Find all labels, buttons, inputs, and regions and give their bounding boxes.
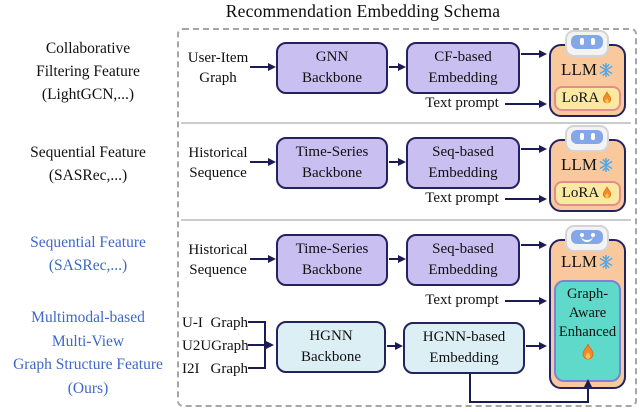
connector-line [248,321,266,323]
schema-panel [177,28,637,407]
connector-line [248,367,266,369]
cf-embedding-box: CF-based Embedding [406,42,520,94]
arrowhead [398,63,406,71]
side-label-sequential-feature: Sequential Feature (SASRec,...) [30,144,146,184]
arrowhead [539,145,547,153]
section-divider [181,122,631,124]
graph-aware-enhanced-box: Graph- Aware Enhanced [554,280,621,382]
hgnn-backbone-box: HGNN Backbone [276,321,386,373]
arrowhead [268,63,276,71]
flame-icon [603,91,612,104]
arrow [521,244,539,246]
connector-line [264,321,266,369]
connector-line [587,386,589,403]
llm-label-row: LLM [549,252,626,272]
arrowhead [583,379,592,387]
arrow [389,161,398,163]
arrow [250,258,268,260]
arrow [505,300,539,302]
robot-smile [581,235,593,242]
robot-face [571,130,603,144]
arrowhead [539,342,547,350]
arrowhead [398,158,406,166]
llm-label: LLM [561,252,597,271]
time-series-backbone-box: Time-Series Backbone [276,234,388,286]
text-prompt-label: Text prompt [425,95,499,111]
flame-icon [603,186,612,199]
arrow [521,148,539,150]
robot-icon [565,125,609,152]
arrowhead [539,195,547,203]
side-label-collaborative-filtering: Collaborative Filtering Feature (LightGC… [36,40,140,103]
snowflake-icon [599,254,613,270]
arrow [250,161,268,163]
arrow [521,53,539,55]
text-prompt-label: Text prompt [425,190,499,206]
robot-eye [579,133,584,140]
arrowhead [539,297,547,305]
arrow [387,345,395,347]
arrowhead [398,255,406,263]
lora-box: LoRA [554,181,621,206]
side-label-sequential-feature-blue: Sequential Feature (SASRec,...) [30,234,146,274]
input-label-historical-sequence: Historical Sequence [188,145,248,181]
snowflake-icon [599,157,613,173]
arrowhead [268,255,276,263]
llm-label-row: LLM [549,155,626,175]
gnn-backbone-box: GNN Backbone [276,42,388,94]
arrow [389,66,398,68]
arrowhead [539,50,547,58]
arrow [526,345,539,347]
arrow [505,198,539,200]
arrowhead [395,342,403,350]
robot-face [571,230,603,244]
robot-eye [590,133,595,140]
arrow [250,66,268,68]
input-label-historical-sequence: Historical Sequence [188,242,248,278]
robot-eye [590,38,595,45]
connector-line [469,374,471,403]
seq-embedding-box: Seq-based Embedding [406,234,520,286]
arrowhead [539,241,547,249]
robot-icon [565,30,609,57]
flame-icon [582,343,593,360]
connector-line [469,401,589,403]
llm-label: LLM [561,60,597,79]
seq-embedding-box: Seq-based Embedding [406,137,520,189]
input-label-i2i-graph: I2I Graph [182,361,248,377]
robot-smile-icon [565,225,609,252]
connector-line [248,344,266,346]
side-label-multimodal-graph: Multimodal-based Multi-View Graph Struct… [13,309,163,397]
arrowhead [268,158,276,166]
arrowhead [266,341,274,349]
lora-label: LoRA [561,90,600,106]
input-label-user-item-graph: User-Item Graph [187,50,249,86]
arrow [389,258,398,260]
lora-box: LoRA [554,86,621,111]
robot-face [571,35,603,49]
page-title: Recommendation Embedding Schema [225,1,501,21]
input-label-ui-graph: U-I Graph [182,315,248,331]
input-label-u2u-graph: U2U Graph [182,338,249,354]
arrow [505,103,539,105]
lora-label: LoRA [561,185,600,201]
text-prompt-label: Text prompt [425,292,499,308]
llm-label-row: LLM [549,60,626,80]
section-divider [181,219,631,221]
llm-label: LLM [561,155,597,174]
snowflake-icon [599,62,613,78]
arrowhead [539,100,547,108]
hgnn-embedding-box: HGNN-based Embedding [403,322,525,374]
time-series-backbone-box: Time-Series Backbone [276,137,388,189]
robot-eye [579,38,584,45]
